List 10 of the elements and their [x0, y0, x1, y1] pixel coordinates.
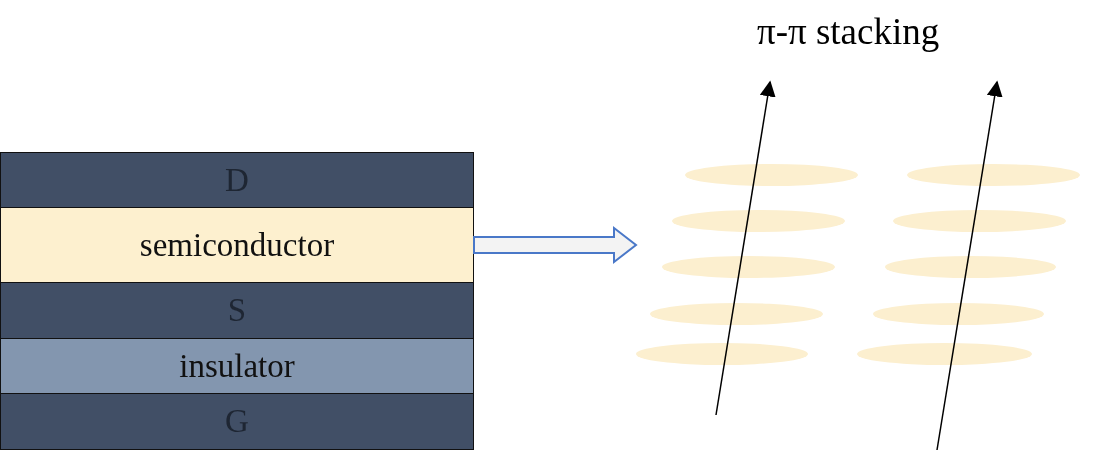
source-layer — [0, 282, 474, 339]
stacking-label: π-π stacking — [757, 10, 940, 53]
layer-label: insulator — [179, 349, 295, 383]
insulator-layer — [0, 338, 474, 394]
drain-layer — [0, 152, 474, 208]
molecular-stacking-drawing — [636, 164, 1080, 366]
gate-layer — [0, 393, 474, 450]
block-arrow — [473, 225, 638, 265]
semiconductor-layer — [0, 207, 474, 283]
layer-label: semiconductor — [139, 228, 335, 262]
